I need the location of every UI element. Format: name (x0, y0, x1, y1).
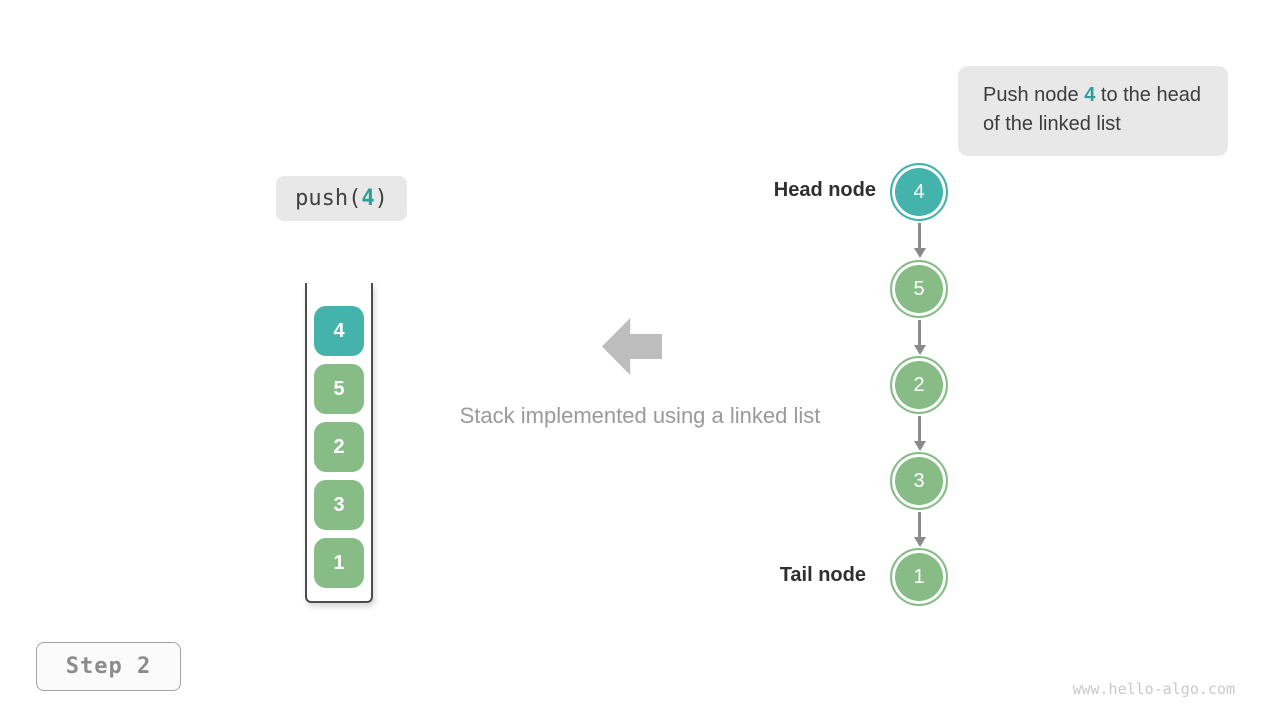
head-node-label: Head node (773, 179, 876, 201)
callout-text-suffix: to the head of the linked list (983, 84, 1201, 135)
operation-arg: 4 (361, 186, 375, 211)
down-arrow-icon (913, 223, 926, 258)
diagram-caption: Stack implemented using a linked list (459, 403, 821, 428)
stack-node: 1 (314, 538, 364, 588)
down-arrow-icon (913, 512, 926, 547)
watermark: www.hello-algo.com (1072, 680, 1235, 698)
stack-node: 3 (314, 480, 364, 530)
operation-label: push(4) (276, 176, 407, 221)
operation-prefix: push( (295, 186, 362, 211)
tail-node-label: Tail node (779, 564, 866, 586)
callout-highlight-value: 4 (1084, 84, 1096, 106)
step-badge: Step 2 (36, 642, 181, 691)
down-arrow-icon (913, 320, 926, 355)
down-arrow-icon (913, 416, 926, 451)
left-block-arrow-icon (602, 318, 662, 375)
linked-list-node: 1 (890, 548, 948, 606)
stack-container: 4 5 2 3 1 (305, 283, 373, 603)
linked-list-node: 3 (890, 452, 948, 510)
stack-node: 5 (314, 364, 364, 414)
linked-list-node: 2 (890, 356, 948, 414)
callout-text-prefix: Push node (983, 84, 1085, 106)
stack-node: 2 (314, 422, 364, 472)
stack-node: 4 (314, 306, 364, 356)
linked-list-node: 4 (890, 163, 948, 221)
callout-push-description: Push node 4 to the head of the linked li… (958, 66, 1228, 156)
operation-suffix: ) (374, 186, 388, 211)
linked-list-node: 5 (890, 260, 948, 318)
